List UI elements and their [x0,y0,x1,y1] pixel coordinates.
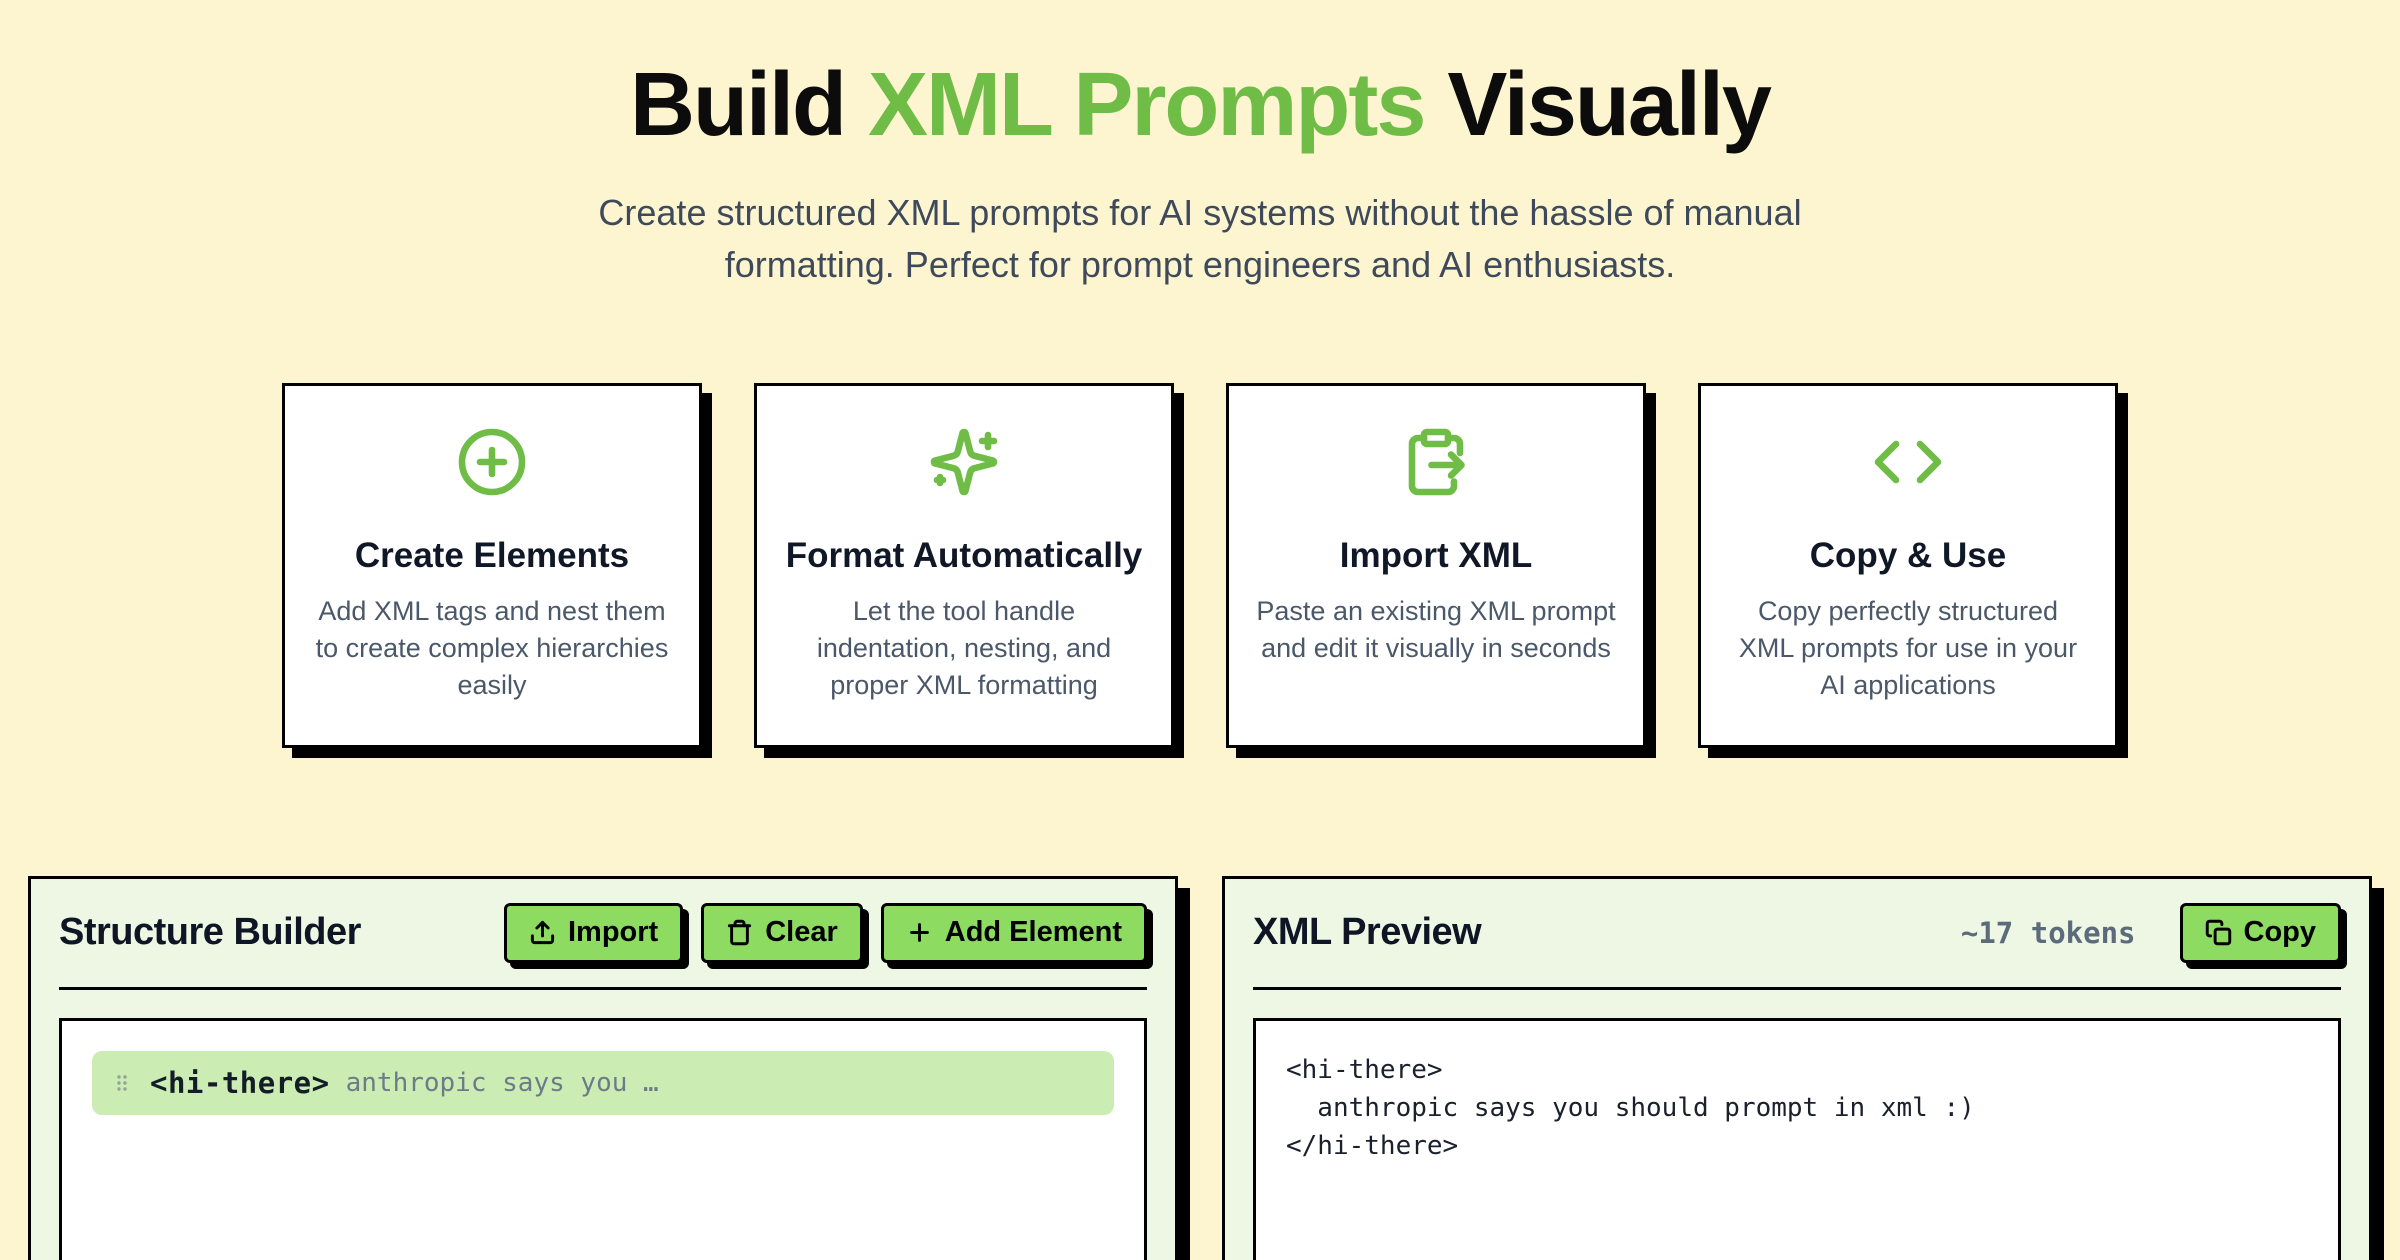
element-tree-area: <hi-there> anthropic says you … [59,1017,1147,1260]
structure-builder-header: Structure Builder Import Clear [59,879,1147,990]
feature-card-create-elements: Create Elements Add XML tags and nest th… [282,382,702,748]
structure-builder-title: Structure Builder [59,911,361,953]
sparkles-icon [928,428,1000,502]
trash-icon [726,919,753,946]
copy-button[interactable]: Copy [2179,902,2341,963]
xml-preview-title: XML Preview [1253,911,1482,953]
feature-title: Copy & Use [1809,535,2007,575]
structure-builder-content: <hi-there> anthropic says you … [59,990,1147,1260]
workspace-panels: Structure Builder Import Clear [0,875,2400,1260]
clipboard-import-icon [1400,428,1472,502]
clear-button-label: Clear [765,916,838,948]
code-icon [1872,440,1944,502]
structure-builder-panel: Structure Builder Import Clear [28,875,1178,1260]
element-content-preview: anthropic says you … [345,1067,659,1098]
feature-card-copy-use: Copy & Use Copy perfectly structured XML… [1698,382,2118,748]
page-subtitle: Create structured XML prompts for AI sys… [598,191,1802,285]
feature-description: Copy perfectly structured XML prompts fo… [1738,595,2078,700]
feature-title: Format Automatically [785,535,1143,575]
xml-preview-content: <hi-there> anthropic says you should pro… [1253,990,2341,1260]
page-title-part-2: Visually [1424,55,1772,155]
import-button-label: Import [567,916,659,948]
element-tag-name: <hi-there> [150,1065,330,1100]
xml-code-block: <hi-there> anthropic says you should pro… [1253,1017,2341,1260]
xml-code-line: <hi-there> [1286,1054,1443,1085]
plus-icon [906,919,933,946]
grip-handle-icon[interactable] [110,1071,134,1095]
upload-icon [529,919,556,946]
add-element-button[interactable]: Add Element [880,902,1147,963]
feature-cards: Create Elements Add XML tags and nest th… [0,382,2400,748]
element-row-hi-there[interactable]: <hi-there> anthropic says you … [92,1050,1114,1115]
feature-title: Create Elements [354,535,630,575]
xml-preview-panel: XML Preview ~17 tokens Copy <hi-there> a… [1222,875,2372,1260]
xml-code-line: anthropic says you should prompt in xml … [1286,1092,1975,1123]
page-title-accent: XML Prompts [867,55,1426,155]
xml-preview-header: XML Preview ~17 tokens Copy [1253,879,2341,990]
import-button[interactable]: Import [503,902,684,963]
circle-plus-icon [456,428,528,502]
copy-button-label: Copy [2243,916,2317,948]
xml-preview-actions: ~17 tokens Copy [1960,902,2341,963]
page-title: Build XML Prompts Visually [0,58,2400,153]
feature-description: Add XML tags and nest them to create com… [315,595,669,700]
feature-description: Let the tool handle indentation, nesting… [816,595,1112,700]
structure-builder-actions: Import Clear Add Element [503,902,1147,963]
feature-description: Paste an existing XML prompt and edit it… [1256,595,1616,663]
page-title-part-1: Build [630,55,868,155]
xml-code-line: </hi-there> [1286,1130,1459,1161]
hero-section: Build XML Prompts Visually Create struct… [0,0,2400,291]
token-count-badge: ~17 tokens [1960,915,2136,950]
feature-card-import-xml: Import XML Paste an existing XML prompt … [1226,382,1646,748]
copy-icon [2205,919,2232,946]
feature-card-format-automatically: Format Automatically Let the tool handle… [754,382,1174,748]
clear-button[interactable]: Clear [701,902,863,963]
feature-title: Import XML [1339,535,1533,575]
add-element-button-label: Add Element [944,916,1122,948]
